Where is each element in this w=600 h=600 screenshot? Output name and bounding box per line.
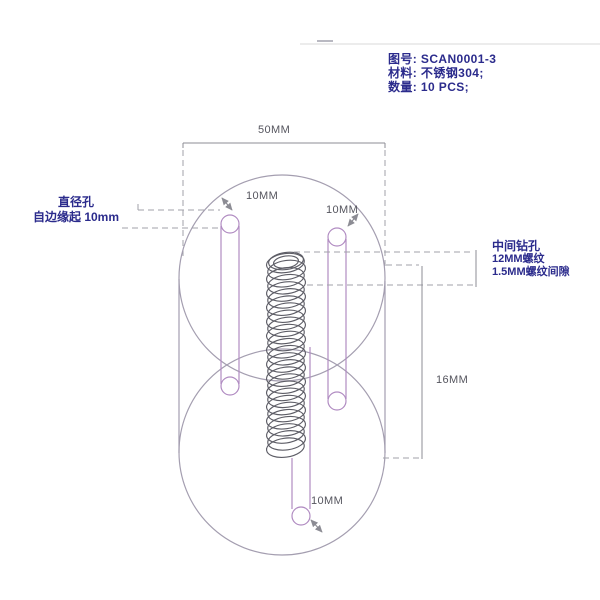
arrow-top-left-hole (221, 197, 233, 211)
top-right-hole (327, 227, 347, 247)
dimension-50mm-lines (182, 142, 386, 270)
scan-artifact-line (300, 40, 600, 45)
arrow-top-right-hole (347, 213, 359, 227)
center-hole-annotation: 中间钻孔 12MM螺纹 1.5MM螺纹间隙 (492, 240, 570, 279)
dimension-16mm-label: 16MM (436, 374, 469, 386)
hole-dimension-arrows (221, 197, 359, 533)
right-leader-lines (294, 250, 477, 287)
threaded-rod (265, 251, 307, 459)
mid-right-hole (327, 391, 347, 411)
dimension-50mm-label: 50MM (258, 124, 291, 136)
left-hole-annotation-line2: 自边缘起 10mm (32, 210, 120, 224)
dimension-10mm-top-left-label: 10MM (246, 190, 279, 202)
bottom-disc-circle (178, 348, 386, 556)
dimension-16mm-lines (383, 264, 423, 459)
center-hole-annotation-line3: 1.5MM螺纹间隙 (492, 266, 570, 278)
left-leader-lines (122, 204, 220, 229)
material: 材料: 不锈钢304; (388, 66, 484, 80)
left-hole-annotation: 直径孔 自边缘起 10mm (22, 195, 130, 225)
left-hole-annotation-line1: 直径孔 (57, 195, 94, 209)
drawing-number: 图号: SCAN0001-3 (388, 52, 497, 66)
arrow-bottom-hole (310, 519, 323, 533)
quantity: 数量: 10 PCS; (388, 80, 470, 94)
center-hole-annotation-line2: 12MM螺纹 (492, 253, 545, 265)
dimension-10mm-top-right-label: 10MM (326, 204, 359, 216)
bottom-hole (291, 506, 311, 526)
top-left-hole (220, 214, 240, 234)
title-block: 图号: SCAN0001-3 材料: 不锈钢304; 数量: 10 PCS; (388, 52, 496, 94)
hole-slots (220, 214, 347, 526)
mid-left-hole (220, 376, 240, 396)
center-hole-annotation-line1: 中间钻孔 (492, 239, 541, 253)
dimension-10mm-bottom-label: 10MM (311, 495, 344, 507)
disc-outlines (178, 174, 386, 556)
top-disc-circle (178, 174, 386, 382)
